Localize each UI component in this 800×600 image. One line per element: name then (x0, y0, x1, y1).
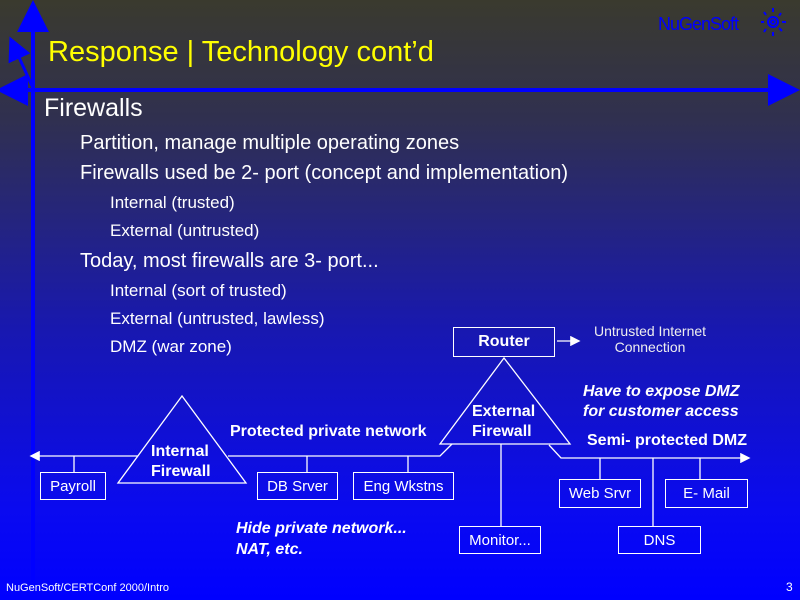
sub-bullet: Internal (trusted) (110, 193, 235, 212)
dns-box: DNS (618, 526, 701, 554)
email-box: E- Mail (665, 479, 748, 508)
internal-firewall-line1: Internal (151, 443, 209, 460)
semi-protected-dmz-label: Semi- protected DMZ (587, 432, 748, 449)
untrusted-label: Untrusted Internet Connection (585, 323, 715, 355)
internal-firewall-label: Internal Firewall (151, 442, 211, 482)
untrusted-line1: Untrusted Internet (593, 323, 707, 339)
db-server-box: DB Srver (257, 472, 338, 500)
external-firewall-line1: External (472, 403, 536, 420)
sub-bullet: Internal (sort of trusted) (110, 281, 287, 300)
internal-firewall-line2: Firewall (151, 463, 211, 480)
protected-network-label: Protected private network (230, 423, 427, 440)
web-server-box: Web Srvr (559, 479, 641, 508)
logo-sun-icon (761, 8, 786, 36)
sub-bullet: External (untrusted, lawless) (110, 309, 325, 328)
dmz-note: Have to expose DMZ for customer access (583, 382, 739, 422)
dmz-note-line2: for customer access (583, 403, 739, 420)
page-number: 3 (786, 580, 793, 594)
external-firewall-label: External Firewall (472, 402, 535, 442)
footer-text: NuGenSoft/CERTConf 2000/Intro (6, 582, 170, 594)
logo-text: NuGenSoft (658, 14, 739, 34)
router-box: Router (453, 327, 555, 357)
hide-note-line1: Hide private network... (236, 520, 407, 537)
monitor-box: Monitor... (459, 526, 541, 554)
internal-firewall-triangle (116, 394, 248, 484)
sub-bullet: DMZ (war zone) (110, 337, 232, 356)
hide-note-line2: NAT, etc. (236, 541, 303, 558)
external-firewall-line2: Firewall (472, 423, 532, 440)
bullet: Partition, manage multiple operating zon… (80, 132, 460, 154)
payroll-box: Payroll (40, 472, 106, 500)
bullet: Firewalls used be 2- port (concept and i… (80, 162, 569, 184)
hide-network-note: Hide private network... NAT, etc. (236, 518, 407, 560)
dmz-note-line1: Have to expose DMZ (583, 383, 740, 400)
dmz-network-line (548, 444, 751, 464)
external-firewall-triangle (438, 356, 572, 445)
eng-workstations-box: Eng Wkstns (353, 472, 454, 500)
slide-title: Response | Technology cont’d (48, 36, 434, 68)
bullet-heading: Firewalls (44, 94, 143, 122)
bullet: Today, most firewalls are 3- port... (80, 250, 379, 272)
sub-bullet: External (untrusted) (110, 221, 260, 240)
untrusted-line2: Connection (614, 339, 686, 355)
